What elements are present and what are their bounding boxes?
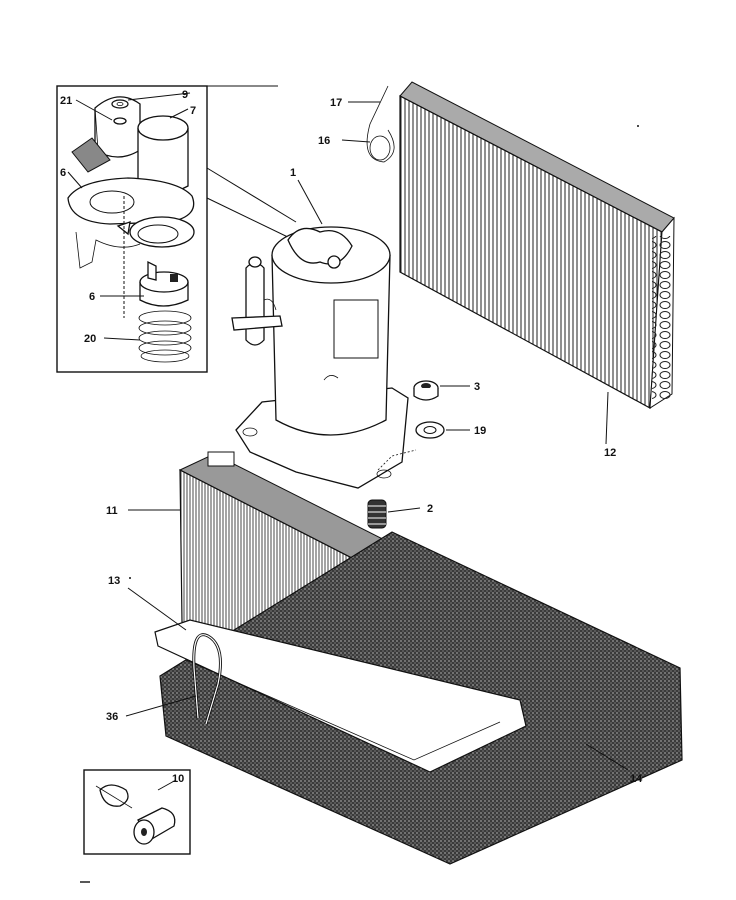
terminal-detail-inset bbox=[56, 85, 278, 373]
callout-20: 20 bbox=[84, 333, 96, 345]
callout-36: 36 bbox=[106, 711, 118, 723]
callout-11: 11 bbox=[106, 505, 118, 517]
callout-12: 12 bbox=[604, 447, 616, 459]
callout-8: 6 bbox=[89, 291, 95, 303]
fuse-clip-detail bbox=[83, 769, 191, 855]
callout-21: 21 bbox=[60, 95, 72, 107]
condenser-coil-part bbox=[366, 81, 675, 409]
callout-2: 2 bbox=[427, 503, 433, 515]
capacitor-part bbox=[137, 115, 189, 194]
grommet-part bbox=[413, 380, 439, 401]
callout-19: 19 bbox=[474, 425, 486, 437]
drain-loop-part bbox=[192, 633, 222, 725]
mount-spring-part bbox=[367, 499, 387, 529]
callout-13: 13 bbox=[108, 575, 120, 587]
callout-14: 14 bbox=[630, 773, 643, 785]
callout-1: 1 bbox=[290, 167, 296, 179]
callout-6: 6 bbox=[60, 167, 66, 179]
callout-labels: 1 2 3 6 6 7 9 10 11 12 13 14 16 17 19 20… bbox=[60, 89, 643, 785]
callout-16: 16 bbox=[318, 135, 330, 147]
callout-3: 3 bbox=[474, 381, 480, 393]
compressor-part bbox=[231, 226, 409, 489]
washer-part bbox=[415, 421, 445, 439]
callout-7: 7 bbox=[190, 105, 196, 117]
overload-protector-part bbox=[139, 260, 189, 307]
spring-part bbox=[138, 310, 192, 363]
base-pan-part bbox=[154, 531, 683, 865]
leader-lines bbox=[67, 92, 629, 791]
nut-part bbox=[111, 99, 129, 125]
gasket-part bbox=[67, 177, 195, 269]
callout-10: 10 bbox=[172, 773, 184, 785]
callout-17: 17 bbox=[330, 97, 342, 109]
callout-9: 9 bbox=[182, 89, 188, 101]
